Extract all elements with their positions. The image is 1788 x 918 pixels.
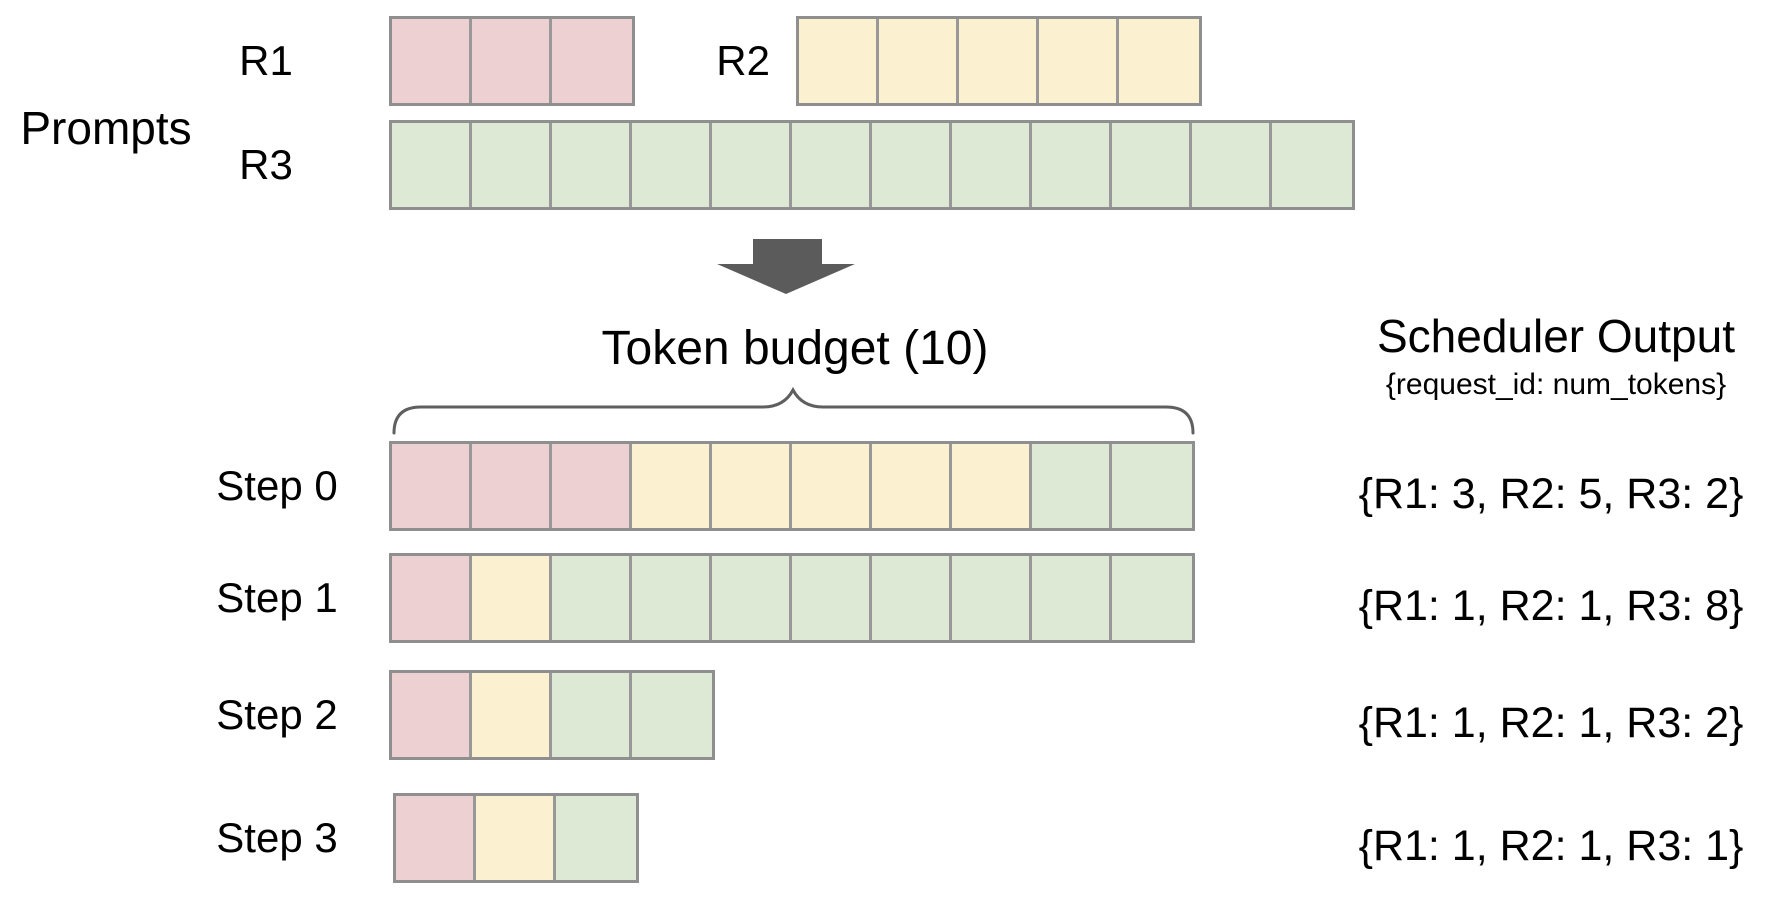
token-cell-r3 [952,556,1032,640]
token-cell-r3 [792,123,872,207]
down-arrow-stem [753,239,822,265]
token-cell-r2 [959,19,1039,103]
token-cell-r3 [472,123,552,207]
token-budget-brace [392,387,1195,435]
token-cell-r2 [712,444,792,528]
step-0-token-row [389,441,1195,531]
token-cell-r3 [1112,123,1192,207]
step-1-label: Step 1 [216,574,338,621]
curly-brace-path [392,387,1195,435]
prompt-label-r3: R3 [239,141,293,188]
token-cell-r1 [396,796,476,880]
token-cell-r2 [952,444,1032,528]
step-1-output: {R1: 1, R2: 1, R3: 8} [1358,582,1744,630]
token-cell-r1 [392,444,472,528]
down-arrow-head [717,264,855,294]
token-cell-r3 [952,123,1032,207]
token-cell-r3 [1032,444,1112,528]
token-cell-r1 [552,444,632,528]
step-0-output: {R1: 3, R2: 5, R3: 2} [1358,470,1744,518]
token-cell-r2 [799,19,879,103]
token-cell-r3 [1032,556,1112,640]
token-cell-r1 [392,673,472,757]
token-cell-r3 [792,556,872,640]
token-cell-r3 [1112,556,1192,640]
token-cell-r3 [632,673,712,757]
token-cell-r1 [392,556,472,640]
step-2-label: Step 2 [216,691,338,738]
step-3-output: {R1: 1, R2: 1, R3: 1} [1358,822,1744,870]
token-cell-r2 [476,796,556,880]
token-cell-r2 [872,444,952,528]
token-cell-r3 [632,123,712,207]
step-2-output: {R1: 1, R2: 1, R3: 2} [1358,699,1744,747]
token-cell-r3 [632,556,712,640]
token-cell-r3 [872,123,952,207]
scheduler-output-subtitle: {request_id: num_tokens} [1385,368,1727,401]
token-cell-r1 [552,19,632,103]
token-cell-r2 [632,444,712,528]
step-3-label: Step 3 [216,814,338,861]
token-budget-label: Token budget (10) [601,322,989,375]
prompt-label-r2: R2 [716,37,770,84]
token-cell-r2 [792,444,872,528]
token-cell-r3 [556,796,636,880]
step-2-token-row [389,670,715,760]
token-cell-r2 [472,673,552,757]
prompt-token-row-r3 [389,120,1355,210]
token-cell-r2 [472,556,552,640]
token-cell-r3 [1192,123,1272,207]
prompts-section-label: Prompts [20,102,192,154]
token-cell-r3 [1032,123,1112,207]
token-cell-r3 [552,556,632,640]
down-arrow-icon [717,239,855,294]
step-1-token-row [389,553,1195,643]
token-cell-r3 [552,673,632,757]
scheduler-output-title: Scheduler Output [1376,310,1735,362]
token-cell-r1 [392,19,472,103]
prompt-token-row-r2 [796,16,1202,106]
step-0-label: Step 0 [216,462,338,509]
token-cell-r3 [1272,123,1352,207]
token-cell-r3 [1112,444,1192,528]
token-cell-r3 [712,556,792,640]
token-cell-r1 [472,19,552,103]
token-cell-r3 [872,556,952,640]
token-cell-r2 [1119,19,1199,103]
token-cell-r2 [1039,19,1119,103]
prompt-token-row-r1 [389,16,635,106]
token-cell-r3 [552,123,632,207]
prompt-label-r1: R1 [239,37,293,84]
token-cell-r3 [712,123,792,207]
token-cell-r2 [879,19,959,103]
token-cell-r3 [392,123,472,207]
step-3-token-row [393,793,639,883]
token-cell-r1 [472,444,552,528]
